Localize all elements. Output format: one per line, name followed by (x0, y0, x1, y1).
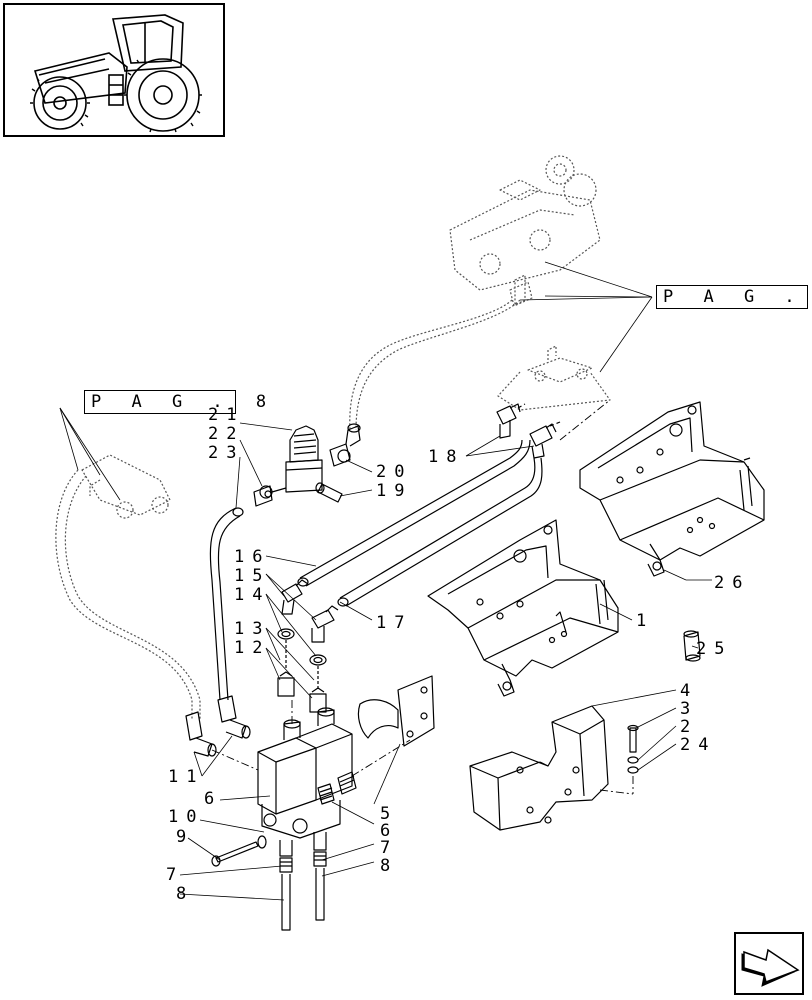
mounting-plate-5 (357, 675, 435, 747)
callout-15: 15 (234, 566, 271, 586)
reference-hose-upper (349, 299, 513, 431)
callout-17: 17 (376, 613, 413, 633)
screw-3 (627, 724, 639, 753)
tractor-thumbnail (3, 3, 225, 137)
callout-9: 9 (176, 827, 195, 847)
washer-24 (627, 766, 639, 774)
callout-21: 21 (208, 405, 245, 425)
elbow-fitting-15a (281, 579, 309, 615)
hose-23 (209, 507, 244, 701)
page-reference-upper[interactable]: P A G . 8 (656, 285, 812, 309)
callout-19: 19 (376, 481, 413, 501)
elbow-fitting-18a (496, 403, 521, 439)
tractor-icon (30, 14, 202, 133)
elbow-fitting-11a (185, 711, 217, 757)
plug-19 (315, 482, 343, 503)
adapter-12 (277, 671, 327, 713)
fitting-20 (329, 423, 361, 467)
reference-hose-left (55, 469, 193, 720)
bracket-26 (579, 401, 765, 577)
callout-10: 10 (168, 807, 205, 827)
adapter-13 (285, 640, 319, 690)
tube-8 (281, 868, 325, 931)
bracket-4 (469, 705, 609, 831)
pressure-regulator-21 (271, 425, 323, 493)
washer-2 (627, 756, 639, 764)
callout-24: 24 (680, 735, 717, 755)
next-page-button[interactable] (734, 932, 804, 995)
callout-3: 3 (680, 699, 699, 719)
callout-14: 14 (234, 585, 271, 605)
page-reference-number: 8 (255, 392, 277, 412)
page-reference-label: P A G . (656, 285, 808, 309)
hose-16 (297, 439, 531, 587)
callout-13: 13 (234, 619, 271, 639)
callout-18: 18 (428, 447, 465, 467)
reference-valve-left (81, 454, 171, 519)
callout-5: 5 (380, 804, 399, 824)
spacer-25 (683, 630, 701, 662)
page-reference-left[interactable]: P A G . 8 (84, 390, 276, 414)
reference-tee-fitting (497, 345, 611, 411)
elbow-fitting-15b (311, 605, 339, 643)
valve-block-6 (257, 707, 357, 857)
callout-7b: 7 (380, 838, 399, 858)
callout-1: 1 (636, 611, 655, 631)
bolt-9 (211, 841, 259, 867)
callout-8b: 8 (380, 856, 399, 876)
bracket-1 (427, 519, 619, 697)
callout-11: 11 (168, 767, 205, 787)
callout-23: 23 (208, 443, 245, 463)
callout-22: 22 (208, 424, 245, 444)
fitting-22 (253, 485, 273, 507)
callout-4: 4 (680, 681, 699, 701)
callout-26: 26 (714, 573, 751, 593)
callout-20: 20 (376, 462, 413, 482)
callout-25: 25 (696, 639, 733, 659)
seal-ring-14 (277, 628, 327, 666)
callout-6: 6 (204, 789, 223, 809)
callout-12: 12 (234, 638, 271, 658)
callout-2: 2 (680, 717, 699, 737)
callout-8: 8 (176, 884, 195, 904)
fitting-7 (279, 851, 327, 873)
elbow-fitting-18b (529, 423, 557, 459)
reference-brake-valve (449, 155, 601, 307)
washer-10 (257, 835, 267, 849)
callout-7: 7 (166, 865, 185, 885)
hose-17 (337, 457, 543, 607)
elbow-fitting-11b (217, 695, 251, 739)
callout-16: 16 (234, 547, 271, 567)
next-page-arrow-icon (741, 948, 800, 987)
callout-6b: 6 (380, 821, 399, 841)
